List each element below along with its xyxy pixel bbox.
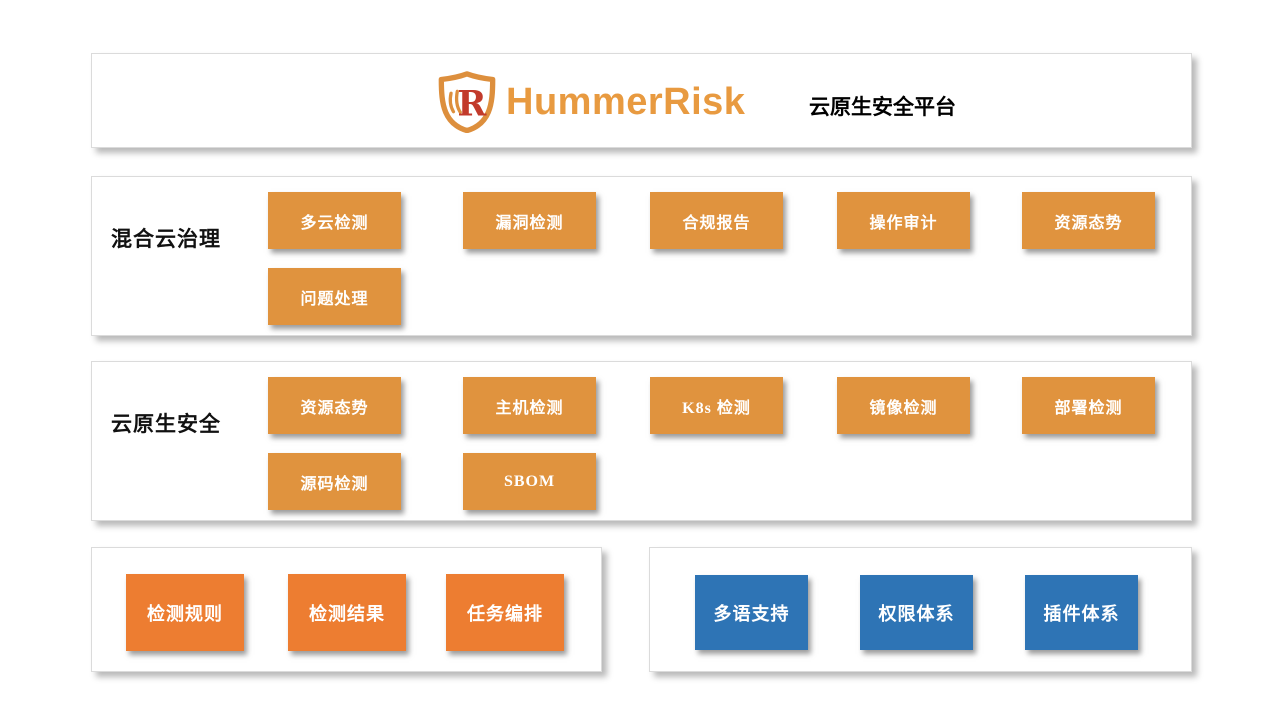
feature-compliance-report: 合规报告 bbox=[650, 192, 783, 249]
section-label-cloud-native: 云原生安全 bbox=[111, 413, 221, 436]
feature-detection-rules: 检测规则 bbox=[126, 574, 244, 651]
feature-sbom: SBOM bbox=[463, 453, 596, 510]
feature-image-detection: 镜像检测 bbox=[837, 377, 970, 434]
feature-plugin-system: 插件体系 bbox=[1025, 575, 1138, 650]
feature-vulnerability-detection: 漏洞检测 bbox=[463, 192, 596, 249]
section-platform-capabilities: 多语支持 权限体系 插件体系 bbox=[649, 547, 1192, 672]
feature-multicloud-detection: 多云检测 bbox=[268, 192, 401, 249]
feature-task-orchestration: 任务编排 bbox=[446, 574, 564, 651]
section-cloud-native-security: 云原生安全 资源态势 主机检测 K8s 检测 镜像检测 部署检测 源码检测 SB… bbox=[91, 361, 1192, 521]
feature-deployment-detection: 部署检测 bbox=[1022, 377, 1155, 434]
feature-detection-results: 检测结果 bbox=[288, 574, 406, 651]
section-label-hybrid-cloud: 混合云治理 bbox=[111, 228, 221, 251]
platform-title: 云原生安全平台 bbox=[809, 96, 956, 119]
feature-resource-posture: 资源态势 bbox=[1022, 192, 1155, 249]
feature-multilanguage-support: 多语支持 bbox=[695, 575, 808, 650]
svg-text:R: R bbox=[457, 84, 487, 125]
feature-source-code-detection: 源码检测 bbox=[268, 453, 401, 510]
header-panel: R HummerRisk 云原生安全平台 bbox=[91, 53, 1192, 148]
feature-operation-audit: 操作审计 bbox=[837, 192, 970, 249]
brand-name: HummerRisk bbox=[506, 81, 746, 123]
feature-host-detection: 主机检测 bbox=[463, 377, 596, 434]
section-detection-tools: 检测规则 检测结果 任务编排 bbox=[91, 547, 602, 672]
shield-r-logo-icon: R bbox=[438, 71, 496, 133]
feature-resource-posture-cn: 资源态势 bbox=[268, 377, 401, 434]
section-hybrid-cloud-governance: 混合云治理 多云检测 漏洞检测 合规报告 操作审计 资源态势 问题处理 bbox=[91, 176, 1192, 336]
feature-permission-system: 权限体系 bbox=[860, 575, 973, 650]
hummerrisk-logo: R HummerRisk bbox=[436, 70, 745, 134]
feature-issue-handling: 问题处理 bbox=[268, 268, 401, 325]
feature-k8s-detection: K8s 检测 bbox=[650, 377, 783, 434]
